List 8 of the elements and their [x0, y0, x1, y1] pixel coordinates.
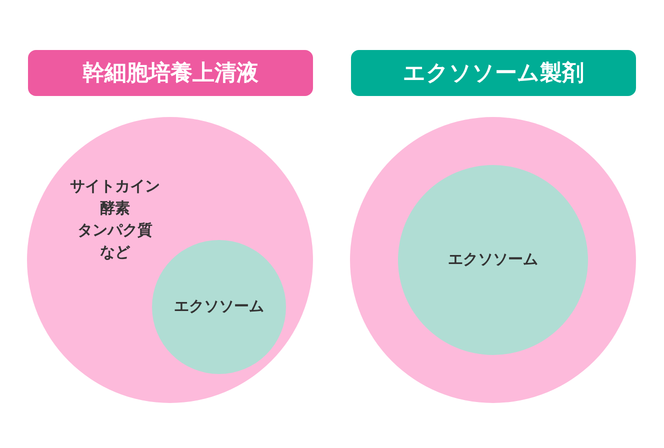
list-item: タンパク質 [78, 221, 152, 240]
list-item: など [100, 243, 130, 262]
title-banner: エクソソーム製剤 [351, 50, 636, 96]
circle-label: エクソソーム [448, 250, 538, 269]
circle-label: エクソソーム [174, 297, 264, 316]
list-item: サイトカイン [70, 177, 160, 196]
list-item: 酵素 [100, 199, 130, 218]
title-banner: 幹細胞培養上清液 [28, 50, 313, 96]
